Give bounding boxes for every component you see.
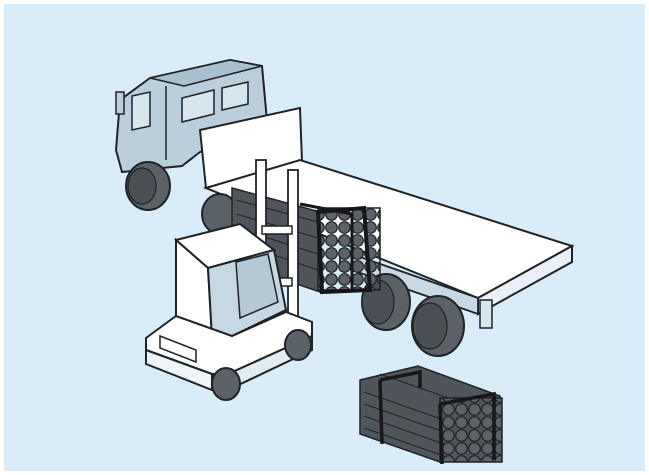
ground-strap-front (438, 391, 496, 465)
forklift-cab (173, 222, 288, 340)
side-mirror (115, 91, 125, 115)
forklift (145, 159, 313, 401)
ground-strap-rear (378, 369, 422, 445)
mast-right (287, 169, 299, 321)
cab-window-rear (221, 81, 249, 111)
strap-rear (299, 202, 354, 292)
log-bundle-on-ground (359, 365, 503, 465)
forklift-window (235, 253, 279, 320)
cab-window-side (181, 89, 215, 123)
truck-cab (114, 58, 270, 174)
forklift-rear-wheel (284, 329, 312, 361)
cab-window-front (131, 91, 151, 131)
strap-front (315, 205, 373, 295)
mudflap (479, 299, 493, 329)
forklift-front-wheel (211, 367, 241, 401)
